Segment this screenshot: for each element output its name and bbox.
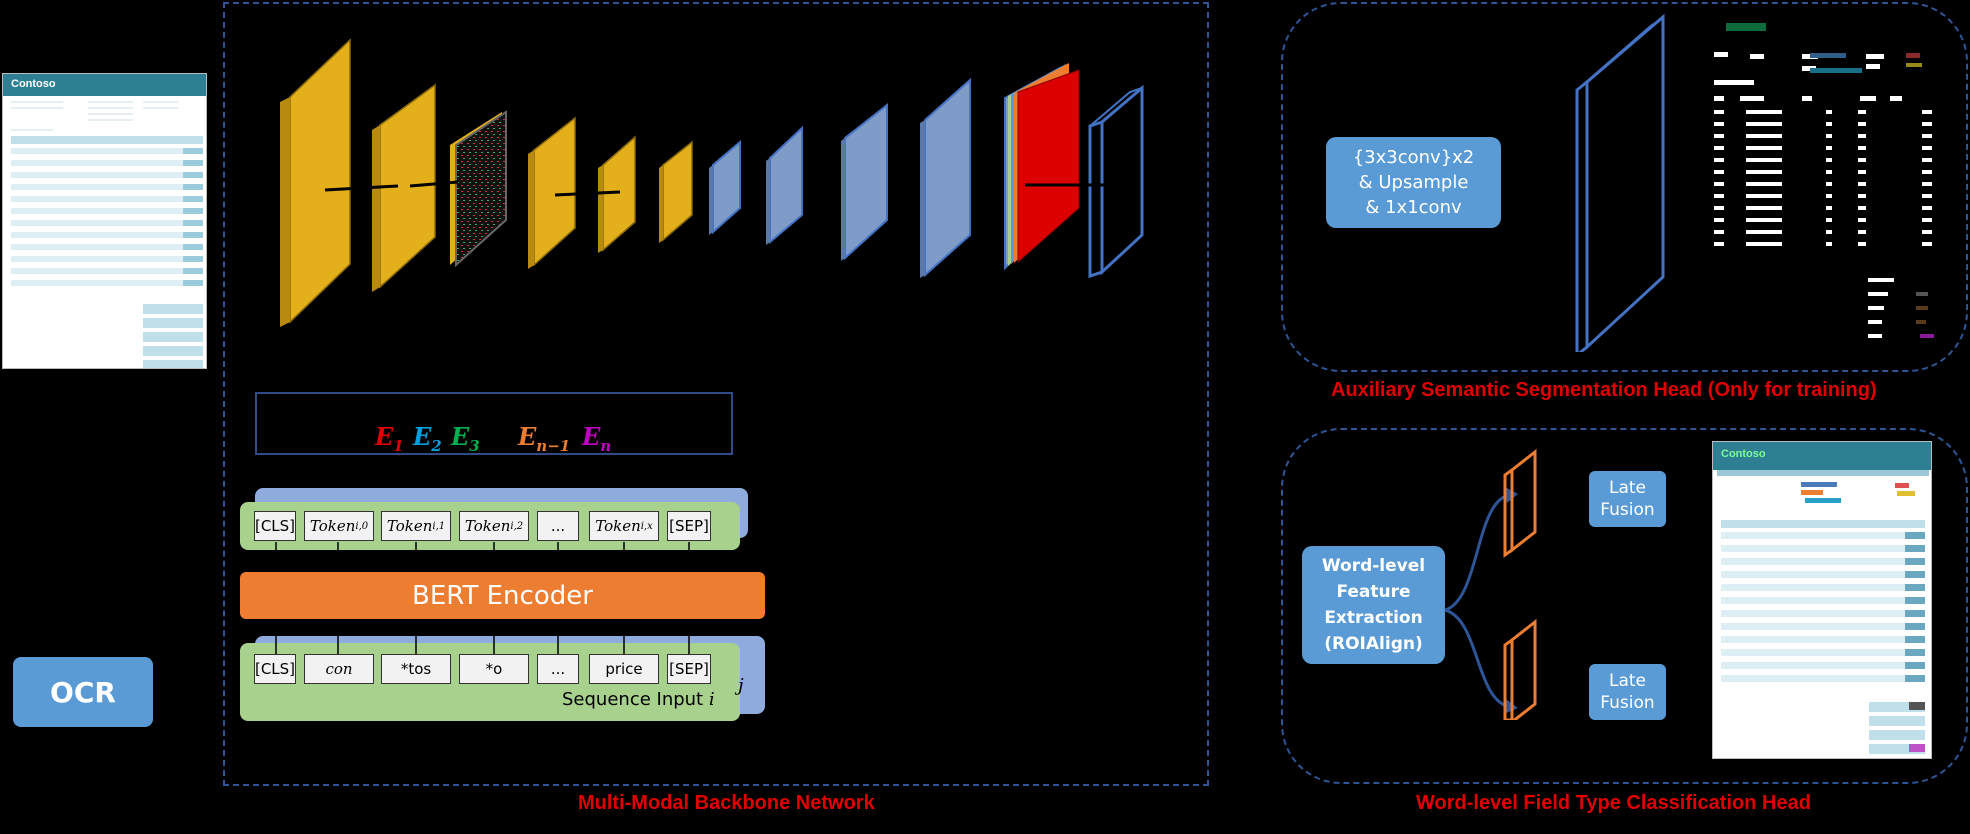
top-token-dots: ... — [537, 511, 579, 541]
classified-doc-table — [1717, 470, 1929, 754]
feature-map-12 — [1088, 84, 1144, 279]
token-connectors — [275, 542, 690, 654]
cls-head-frame — [1281, 428, 1968, 784]
feature-map-2 — [372, 83, 436, 292]
cls-arrows-and-maps — [1444, 448, 1537, 720]
feature-map-6 — [659, 140, 693, 243]
seg-head-frame — [1281, 2, 1968, 372]
embedding-bar — [255, 392, 733, 455]
feature-map-4 — [528, 116, 576, 269]
cls-feature-map-top — [1503, 448, 1537, 558]
top-token-sep: [SEP] — [667, 511, 711, 541]
embedding-e1: E1 — [375, 422, 404, 455]
seg-head-op-box: {3x3conv}x2 & Upsample & 1x1conv — [1326, 137, 1501, 228]
bottom-token-2: *o — [459, 654, 529, 684]
late-fusion-box-2: Late Fusion — [1589, 664, 1666, 720]
bottom-token-cls: [CLS] — [254, 654, 296, 684]
feature-map-10 — [920, 77, 971, 278]
bottom-token-1: *tos — [381, 654, 451, 684]
bert-encoder-label: BERT Encoder — [412, 580, 593, 611]
seg-head-line1: {3x3conv}x2 — [1352, 147, 1475, 168]
sequence-j-label: j — [738, 675, 744, 696]
doc-header: Contoso — [3, 74, 206, 96]
seg-head-label: Auxiliary Semantic Segmentation Head (On… — [1331, 379, 1877, 401]
backbone-frame — [223, 2, 1209, 786]
backbone-label: Multi-Modal Backbone Network — [578, 792, 875, 814]
bert-encoder: BERT Encoder — [240, 572, 765, 619]
sequence-input-label: Sequence Input i — [562, 689, 715, 710]
classified-document: Contoso — [1712, 441, 1932, 759]
doc-company-name: Contoso — [11, 78, 56, 90]
feature-map-8 — [766, 125, 803, 245]
ocr-box: OCR — [13, 657, 153, 727]
feature-map-11 — [1004, 63, 1080, 271]
feature-extraction-box: Word-level Feature Extraction (ROIAlign) — [1302, 546, 1445, 664]
feature-map-1 — [280, 38, 351, 327]
bottom-token-sep: [SEP] — [667, 654, 711, 684]
embedding-en1: En−1 — [518, 422, 571, 455]
embedding-e2: E2 — [413, 422, 442, 455]
ocr-label: OCR — [50, 675, 116, 709]
classified-doc-header: Contoso — [1713, 442, 1931, 470]
embedding-e3: E3 — [451, 422, 480, 455]
seg-output-map — [1575, 13, 1665, 352]
feature-map-9 — [841, 102, 888, 261]
bottom-token-dots: ... — [537, 654, 579, 684]
classified-doc-company: Contoso — [1721, 448, 1766, 460]
top-token-cls: [CLS] — [254, 511, 296, 541]
doc-table-lines — [11, 101, 203, 368]
cls-head-label: Word-level Field Type Classification Hea… — [1416, 792, 1811, 814]
feature-map-5 — [598, 135, 636, 253]
seg-head-line3: & 1x1conv — [1365, 197, 1462, 218]
cls-feature-map-bottom — [1503, 618, 1537, 720]
cnn-feature-maps — [280, 38, 1144, 327]
bottom-token-0: con — [304, 654, 374, 684]
bottom-token-4: price — [589, 654, 659, 684]
seg-mask-image — [1714, 23, 1934, 338]
document-thumbnail: Contoso — [2, 73, 207, 369]
late-fusion-box-1: Late Fusion — [1589, 471, 1666, 527]
seg-head-line2: & Upsample — [1358, 172, 1469, 193]
feature-map-7 — [709, 139, 741, 235]
embedding-en: En — [582, 422, 612, 455]
feature-map-3 — [450, 110, 507, 268]
